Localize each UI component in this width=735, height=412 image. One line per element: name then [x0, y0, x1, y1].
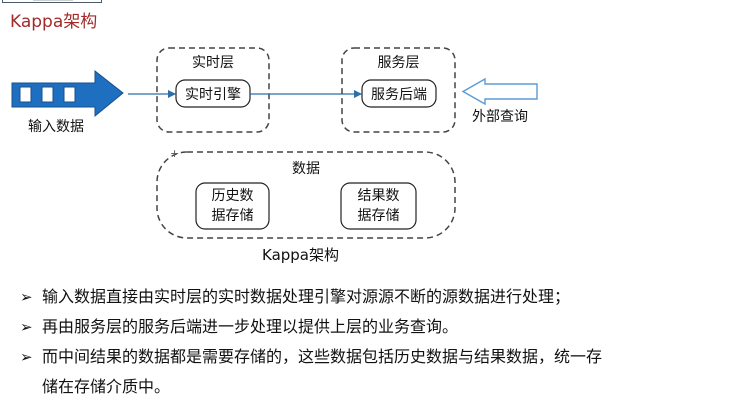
bullet-item: ➢ 而中间结果的数据都是需要存储的，这些数据包括历史数据与结果数据，统一存	[20, 343, 720, 373]
history-store-box	[195, 182, 270, 230]
bullet-text: 再由服务层的服务后端进一步处理以提供上层的业务查询。	[42, 317, 459, 336]
slide-title: Kappa架构	[10, 12, 98, 32]
serving-layer-title: 服务层	[377, 55, 420, 71]
bullet-list: ➢ 输入数据直接由实时层的实时数据处理引擎对源源不断的源数据进行处理； ➢ 再由…	[20, 283, 720, 403]
data-layer-title: 数据	[292, 161, 320, 177]
data-block-icon	[41, 86, 54, 103]
input-data-label: 输入数据	[28, 119, 84, 135]
data-block-icon	[19, 86, 32, 103]
external-query-arrow-icon	[461, 77, 538, 106]
top-frame-edge	[2, 0, 102, 3]
architecture-diagram: +	[11, 47, 538, 239]
diagram-caption: Kappa架构	[262, 246, 339, 264]
result-store-line1: 结果数	[357, 188, 400, 204]
serving-backend-box	[361, 79, 437, 108]
bullet-text: 而中间结果的数据都是需要存储的，这些数据包括历史数据与结果数据，统一存	[42, 347, 603, 366]
result-store-box	[340, 182, 417, 230]
result-store-line2: 据存储	[357, 208, 400, 224]
input-arrow-icon	[11, 69, 124, 118]
bullet-arrow-icon: ➢	[20, 318, 33, 336]
bullet-arrow-icon: ➢	[20, 288, 33, 306]
history-store-line1: 历史数	[211, 188, 254, 204]
bullet-item-continuation: 储在存储介质中。	[20, 373, 720, 403]
data-block-icon	[63, 86, 76, 103]
serving-layer-container	[341, 47, 456, 133]
bullet-text-continuation: 储在存储介质中。	[42, 377, 171, 396]
bullet-item: ➢ 输入数据直接由实时层的实时数据处理引擎对源源不断的源数据进行处理；	[20, 283, 720, 313]
bullet-item: ➢ 再由服务层的服务后端进一步处理以提供上层的业务查询。	[20, 313, 720, 343]
realtime-layer-title: 实时层	[192, 55, 234, 71]
history-store-label: 历史数 据存储	[196, 186, 269, 226]
result-store-label: 结果数 据存储	[341, 186, 416, 226]
history-store-line2: 据存储	[211, 208, 254, 224]
cursor-crosshair-icon: +	[170, 147, 179, 160]
serving-backend-label: 服务后端	[371, 87, 427, 103]
bullet-arrow-icon: ➢	[20, 348, 33, 366]
external-query-label: 外部查询	[472, 109, 528, 125]
realtime-engine-label: 实时引擎	[185, 87, 241, 103]
realtime-layer-container	[156, 47, 270, 133]
top-frame-inner	[33, 0, 73, 1]
bullet-text: 输入数据直接由实时层的实时数据处理引擎对源源不断的源数据进行处理；	[42, 287, 571, 306]
